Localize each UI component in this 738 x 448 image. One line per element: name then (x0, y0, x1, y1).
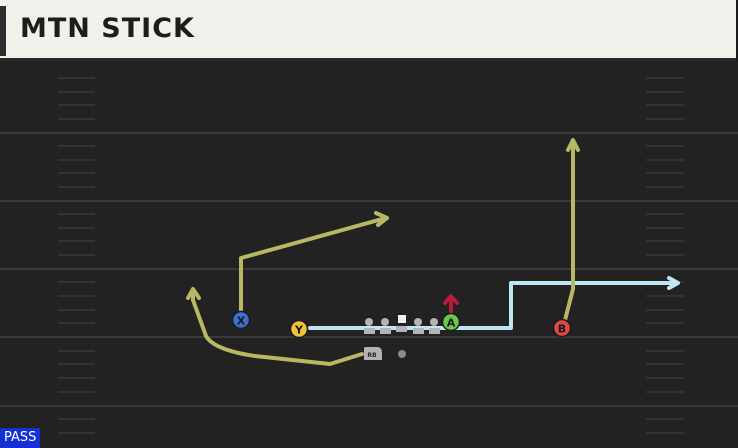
route-x-arrowhead (374, 211, 389, 227)
play-title-bar: MTN STICK (0, 0, 736, 61)
route-rb-arrowhead (186, 287, 201, 300)
lineman-rg (413, 318, 424, 334)
hash-marks-left (58, 77, 95, 434)
player-a-label: A (447, 317, 456, 330)
center (396, 315, 407, 332)
player-b-label: B (558, 323, 566, 336)
yard-lines (0, 132, 738, 407)
player-b[interactable]: B (552, 318, 572, 338)
player-y-label: Y (294, 324, 304, 337)
play-title: MTN STICK (20, 13, 195, 44)
route-x (239, 216, 388, 318)
lineman-lg (380, 318, 391, 334)
player-rb[interactable]: RB (364, 347, 382, 360)
player-x-label: X (237, 315, 246, 328)
route-rb (191, 289, 364, 366)
play-type-badge: PASS (0, 428, 41, 448)
block-a-arrowhead (443, 294, 459, 305)
lineman-lt (364, 318, 375, 334)
route-b (563, 140, 575, 322)
quarterback (398, 350, 406, 358)
offensive-line (364, 315, 440, 334)
player-y[interactable]: Y (289, 319, 309, 339)
route-b-arrowhead (566, 138, 580, 152)
player-rb-label: RB (367, 352, 377, 359)
player-a[interactable]: A (441, 312, 461, 332)
route-y-arrowhead (667, 276, 680, 290)
hash-marks-right (646, 77, 684, 434)
player-x[interactable]: X (231, 310, 251, 330)
lineman-rt (429, 318, 440, 334)
route-y (308, 281, 678, 330)
play-diagram: X Y A B RB (0, 77, 738, 434)
play-field: X Y A B RB (0, 61, 738, 448)
